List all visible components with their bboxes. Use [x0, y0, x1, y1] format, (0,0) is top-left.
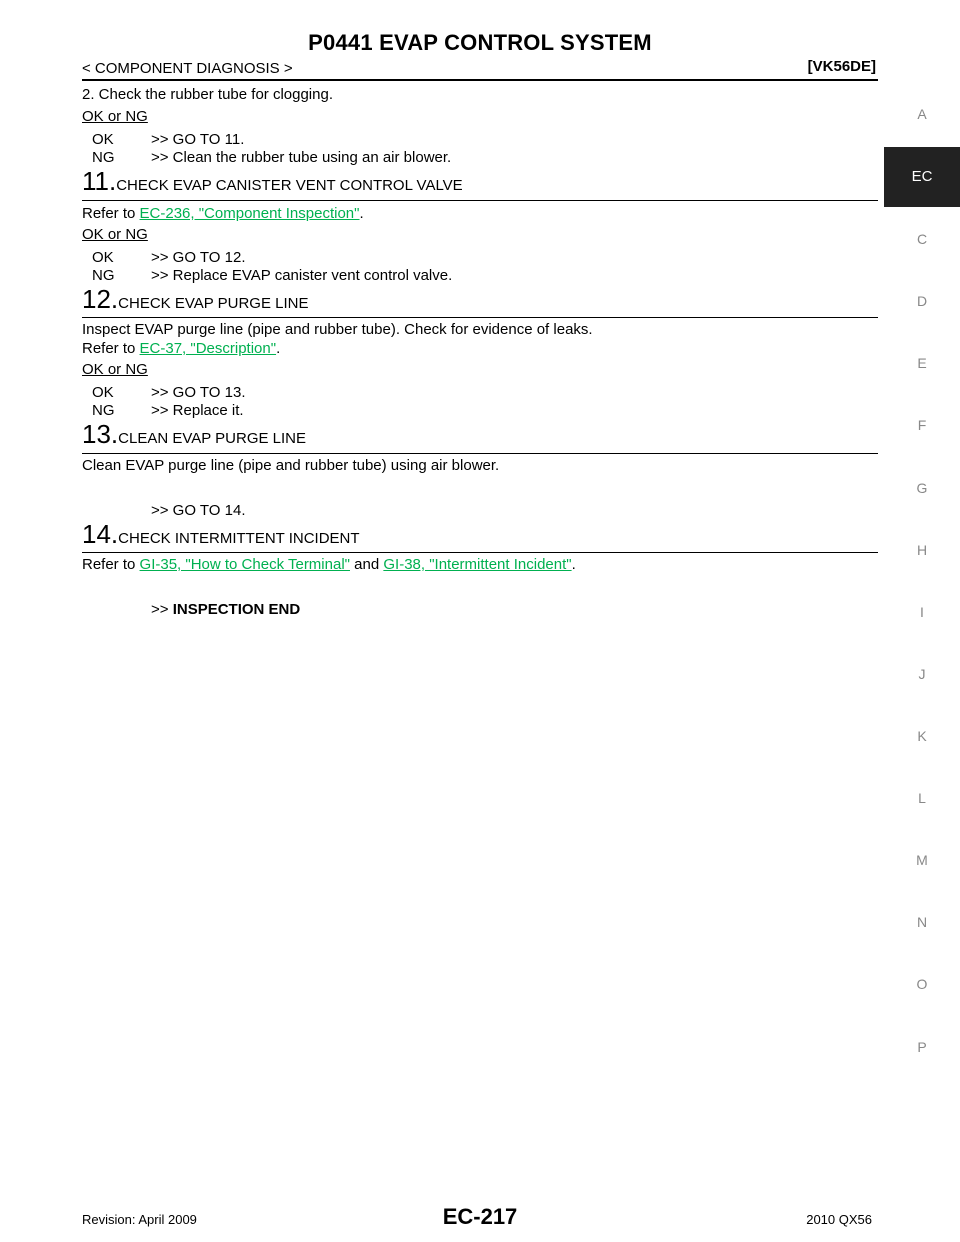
- refer-prefix: Refer to: [82, 556, 140, 573]
- link-gi-38[interactable]: GI-38, "Intermittent Incident": [383, 556, 572, 573]
- ok-label: OK: [92, 384, 114, 401]
- step-rule: [82, 453, 878, 454]
- ok-action: >> GO TO 12.: [151, 249, 246, 266]
- side-tab-o[interactable]: O: [916, 976, 928, 992]
- link-ec-236[interactable]: EC-236, "Component Inspection": [139, 205, 360, 222]
- side-tab-d[interactable]: D: [916, 293, 928, 309]
- step-number: 13.: [82, 419, 119, 449]
- ok-label: OK: [92, 249, 114, 266]
- step-title: CHECK INTERMITTENT INCIDENT: [118, 530, 360, 547]
- step-14-heading: 14.CHECK INTERMITTENT INCIDENT: [82, 519, 360, 550]
- ok-action: >> GO TO 13.: [151, 384, 246, 401]
- ng-label: NG: [92, 267, 115, 284]
- page-title: P0441 EVAP CONTROL SYSTEM: [308, 30, 652, 55]
- body-line: Inspect EVAP purge line (pipe and rubber…: [82, 321, 593, 338]
- ng-action: >> Replace it.: [151, 402, 244, 419]
- side-tab-k[interactable]: K: [917, 728, 927, 744]
- ok-action: >> GO TO 11.: [151, 131, 245, 148]
- refer-suffix: .: [359, 205, 364, 222]
- refer-line: Refer to GI-35, "How to Check Terminal" …: [82, 556, 576, 574]
- ok-label: OK: [92, 131, 114, 148]
- side-tab-p[interactable]: P: [917, 1039, 927, 1055]
- model-year: 2010 QX56: [806, 1212, 872, 1227]
- side-tab-ec[interactable]: EC: [884, 147, 960, 207]
- okng-label: OK or NG: [82, 108, 148, 125]
- step-12-heading: 12.CHECK EVAP PURGE LINE: [82, 284, 309, 315]
- step-rule: [82, 552, 878, 553]
- side-tab-e[interactable]: E: [917, 355, 927, 371]
- step-number: 11.: [82, 166, 117, 196]
- step-13-heading: 13.CLEAN EVAP PURGE LINE: [82, 419, 306, 450]
- end-label: INSPECTION END: [172, 601, 301, 618]
- side-tab-h[interactable]: H: [916, 542, 928, 558]
- link-ec-37[interactable]: EC-37, "Description": [139, 340, 277, 357]
- side-tab-m[interactable]: M: [916, 852, 928, 868]
- side-tab-f[interactable]: F: [917, 417, 927, 433]
- step-rule: [82, 200, 878, 201]
- ng-action: >> Replace EVAP canister vent control va…: [151, 267, 453, 284]
- side-tab-i[interactable]: I: [920, 604, 924, 620]
- step-rule: [82, 317, 878, 318]
- refer-middle: and: [349, 556, 384, 573]
- step-number: 12.: [82, 284, 119, 314]
- step-number: 14.: [82, 519, 119, 549]
- step-11-heading: 11.CHECK EVAP CANISTER VENT CONTROL VALV…: [82, 166, 463, 197]
- side-tab-j[interactable]: J: [918, 666, 926, 682]
- refer-line: Refer to EC-236, "Component Inspection".: [82, 205, 364, 223]
- step-title: CLEAN EVAP PURGE LINE: [118, 430, 307, 447]
- link-gi-35[interactable]: GI-35, "How to Check Terminal": [139, 556, 350, 573]
- side-tab-a[interactable]: A: [917, 106, 927, 122]
- step-title: CHECK EVAP PURGE LINE: [118, 295, 309, 312]
- ng-action: >> Clean the rubber tube using an air bl…: [151, 149, 452, 166]
- okng-label: OK or NG: [82, 226, 148, 243]
- ng-label: NG: [92, 149, 115, 166]
- goto-action: >> GO TO 14.: [151, 502, 246, 519]
- refer-line: Refer to EC-37, "Description".: [82, 340, 280, 358]
- side-tab-l[interactable]: L: [918, 790, 926, 806]
- body-line: Clean EVAP purge line (pipe and rubber t…: [82, 457, 500, 474]
- refer-prefix: Refer to: [82, 205, 140, 222]
- refer-suffix: .: [276, 340, 281, 357]
- side-tab-n[interactable]: N: [916, 914, 928, 930]
- page-number: EC-217: [442, 1204, 518, 1229]
- header-rule: [82, 79, 878, 81]
- section-label: < COMPONENT DIAGNOSIS >: [82, 60, 293, 77]
- revision-date: Revision: April 2009: [82, 1212, 197, 1227]
- okng-label: OK or NG: [82, 361, 148, 378]
- ng-label: NG: [92, 402, 115, 419]
- refer-suffix: .: [571, 556, 576, 573]
- side-tab-c[interactable]: C: [916, 231, 928, 247]
- step-title: CHECK EVAP CANISTER VENT CONTROL VALVE: [116, 177, 463, 194]
- intro-line: 2. Check the rubber tube for clogging.: [82, 86, 333, 103]
- end-prefix: >>: [151, 601, 173, 618]
- model-code: [VK56DE]: [807, 58, 876, 75]
- side-tab-g[interactable]: G: [916, 480, 928, 496]
- refer-prefix: Refer to: [82, 340, 140, 357]
- inspection-end: >> INSPECTION END: [151, 601, 300, 619]
